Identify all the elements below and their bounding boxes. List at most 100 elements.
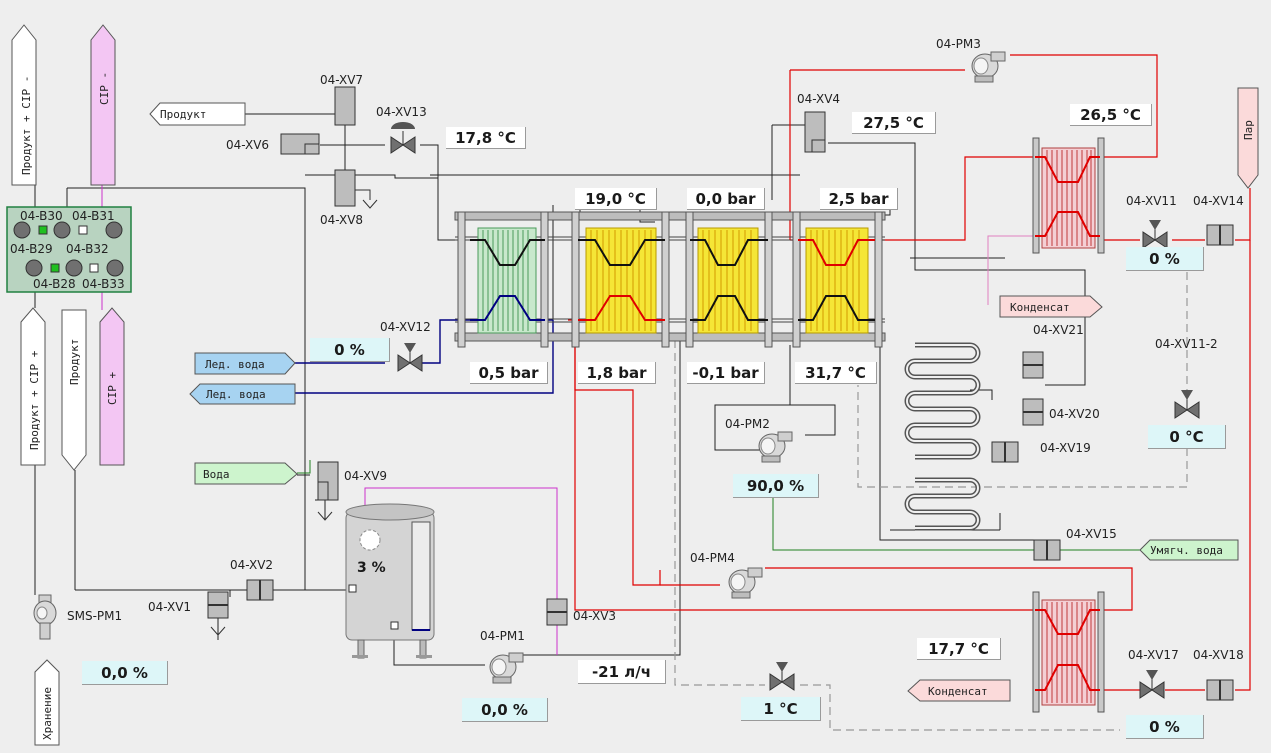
readout-pressure-section3: 0,0 bar xyxy=(687,188,765,210)
pm3-pump xyxy=(971,51,1006,83)
sms-pm1-pump xyxy=(33,594,57,640)
readout-pressure-section2: 1,8 bar xyxy=(578,362,656,384)
xv12-valve xyxy=(397,343,423,372)
hx-upper xyxy=(1032,137,1105,254)
pipes-black xyxy=(34,87,1086,666)
xv8-valve xyxy=(334,169,378,209)
pm2-label: 04-PM2 xyxy=(725,417,770,431)
holding-tube xyxy=(904,342,981,531)
xv1-label: 04-XV1 xyxy=(148,600,191,614)
pm1-pump xyxy=(489,652,524,684)
xv15-valve xyxy=(1033,539,1061,561)
pm4-pump xyxy=(728,567,763,599)
valve-b29-label: 04-B29 xyxy=(10,242,53,256)
readout-pm2-percent: 90,0 % xyxy=(733,474,819,498)
xv11-2-label: 04-XV11-2 xyxy=(1155,337,1218,351)
readout-temp-xv13: 17,8 °C xyxy=(446,127,526,149)
xv18-valve xyxy=(1206,679,1234,701)
left-vertical-tags: Продукт + CIP - CIP - Продукт + CIP + Пр… xyxy=(11,24,125,746)
sms-pm1-label: SMS-PM1 xyxy=(67,609,122,623)
tag-hranenie: Хранение xyxy=(41,687,54,740)
hx-lower xyxy=(1032,591,1105,713)
xv13-valve xyxy=(390,122,416,154)
valve-b33-label: 04-B33 xyxy=(82,277,125,291)
xv14-label: 04-XV14 xyxy=(1193,194,1244,208)
xv9-label: 04-XV9 xyxy=(344,469,387,483)
valve-b30-label: 04-B30 xyxy=(20,209,63,223)
xv19-valve xyxy=(991,441,1019,463)
xv11-label: 04-XV11 xyxy=(1126,194,1177,208)
tag-voda: Вода xyxy=(203,468,230,481)
plate-heat-exchanger xyxy=(454,211,886,348)
xv15-label: 04-XV15 xyxy=(1066,527,1117,541)
readout-temp-hx-lower: 17,7 °C xyxy=(917,638,1001,660)
tag-umyagch-voda: Умягч. вода xyxy=(1150,544,1223,557)
readout-xv11-2-temp: 0 °C xyxy=(1148,425,1226,449)
readout-xv12-percent: 0 % xyxy=(310,338,390,362)
tag-produkt-cip-minus: Продукт + CIP - xyxy=(20,76,33,175)
tag-produkt-cip-plus: Продукт + CIP + xyxy=(28,350,41,450)
pm2-pump xyxy=(758,431,793,463)
readout-pressure-section1: 0,5 bar xyxy=(470,362,548,384)
readout-pressure-section3b: -0,1 bar xyxy=(687,362,765,384)
xv20-label: 04-XV20 xyxy=(1049,407,1100,421)
pipes-pink xyxy=(987,235,1035,305)
pumps[interactable] xyxy=(33,51,1006,684)
xv21-label: 04-XV21 xyxy=(1033,323,1084,337)
tag-led-voda-out: Лед. вода xyxy=(206,388,266,401)
pm4-label: 04-PM4 xyxy=(690,551,735,565)
xv3-label: 04-XV3 xyxy=(573,609,616,623)
valve-b28-label: 04-B28 xyxy=(33,277,76,291)
equipment-labels: 04-XV7 04-XV6 04-XV8 04-XV13 04-XV12 04-… xyxy=(67,37,1244,662)
xv21-valve xyxy=(1022,351,1044,379)
tank xyxy=(345,503,435,659)
tag-kondensat-1: Конденсат xyxy=(1010,301,1070,314)
xv3-valve xyxy=(546,598,568,626)
xv6-valve xyxy=(280,133,320,155)
xv20-valve xyxy=(1022,398,1044,426)
readout-sms-pm1-percent: 0,0 % xyxy=(82,661,168,685)
readout-pm1-percent: 0,0 % xyxy=(462,698,548,722)
holding-tube-inner xyxy=(906,344,979,529)
xv6-label: 04-XV6 xyxy=(226,138,269,152)
xv7-label: 04-XV7 xyxy=(320,73,363,87)
xv17-label: 04-XV17 xyxy=(1128,648,1179,662)
horizontal-tags: Продукт Лед. вода Лед. вода Вода Конденс… xyxy=(149,87,1259,702)
xv4-label: 04-XV4 xyxy=(797,92,840,106)
xv2-valve xyxy=(246,579,274,601)
readout-pressure-section4: 2,5 bar xyxy=(820,188,898,210)
valves[interactable] xyxy=(207,86,1234,701)
tag-produkt-out: Продукт xyxy=(160,108,206,121)
tag-kondensat-2: Конденсат xyxy=(928,685,988,698)
xv4-valve xyxy=(804,111,826,153)
readout-temp-valve: 1 °C xyxy=(741,697,821,721)
valve-b32-label: 04-B32 xyxy=(66,242,109,256)
temp-valve xyxy=(769,662,795,691)
tag-produkt: Продукт xyxy=(68,339,81,385)
pipes-water xyxy=(297,460,1140,551)
tag-led-voda-in: Лед. вода xyxy=(205,358,265,371)
xv2-label: 04-XV2 xyxy=(230,558,273,572)
xv18-label: 04-XV18 xyxy=(1193,648,1244,662)
valve-b31-label: 04-B31 xyxy=(72,209,115,223)
readout-temp-section2: 19,0 °C xyxy=(575,188,657,210)
tag-cip-minus: CIP - xyxy=(98,72,111,105)
readout-temp-hx-upper: 26,5 °C xyxy=(1070,104,1152,126)
signal-lines xyxy=(674,272,1188,731)
xv11-valve xyxy=(1142,220,1168,249)
readout-temp-xv4: 27,5 °C xyxy=(852,112,936,134)
valve-block[interactable]: 04-B30 04-B31 04-B29 04-B32 04-B28 04-B3… xyxy=(6,206,132,293)
tag-par: Пар xyxy=(1242,120,1255,140)
readout-flow: -21 л/ч xyxy=(578,660,666,684)
xv8-label: 04-XV8 xyxy=(320,213,363,227)
tag-cip-plus: CIP + xyxy=(106,372,119,405)
xv1-valve xyxy=(207,591,229,636)
tank-level: 3 % xyxy=(357,560,386,576)
xv14-valve xyxy=(1206,224,1234,246)
xv7-valve xyxy=(334,86,356,126)
xv12-label: 04-XV12 xyxy=(380,320,431,334)
xv9-valve xyxy=(317,461,339,521)
pm3-label: 04-PM3 xyxy=(936,37,981,51)
xv11-2-valve xyxy=(1174,390,1200,419)
